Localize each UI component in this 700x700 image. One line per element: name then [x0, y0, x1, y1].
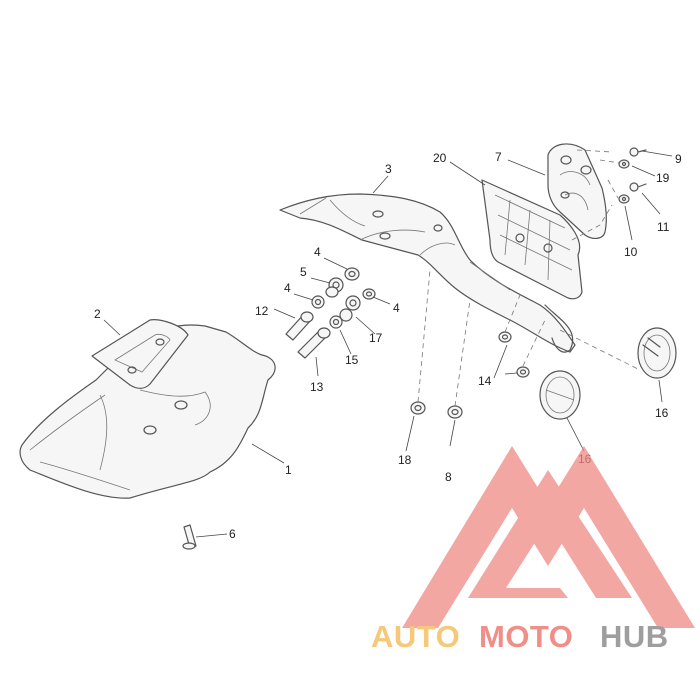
callout-10: 10: [624, 245, 638, 259]
callout-9: 9: [675, 152, 682, 166]
callout-8: 8: [445, 470, 452, 484]
callout-6: 6: [229, 527, 236, 541]
part-14-nut-lower: [516, 366, 530, 378]
part-7-plate-support: [547, 143, 607, 239]
wordmark-hub: HUB: [600, 619, 669, 654]
part-4-spacer-left: [311, 295, 325, 309]
assembly-lines: [417, 149, 641, 407]
leader-lines: [103, 150, 673, 538]
callout-5: 5: [300, 265, 307, 279]
callout-11: 11: [657, 220, 670, 234]
part-20-plate-bracket: [481, 179, 583, 300]
callout-15: 15: [345, 353, 359, 367]
callout-7: 7: [495, 150, 502, 164]
part-2-bracket: [91, 319, 189, 389]
part-8-nut: [447, 405, 463, 419]
part-13-bolt: [297, 327, 331, 359]
callout-3: 3: [385, 162, 392, 176]
part-10-nut: [618, 194, 630, 204]
callout-13: 13: [310, 380, 324, 394]
part-18-nut: [410, 401, 426, 415]
wordmark-moto: MOTO: [479, 619, 573, 654]
part-4-spacer-right: [362, 288, 376, 300]
part-16-reflector-lower: [539, 370, 581, 420]
part-3-rear-fender: [279, 193, 576, 353]
part-6-screw: [182, 524, 197, 550]
callout-12: 12: [255, 304, 269, 318]
callout-4-right: 4: [393, 301, 400, 315]
part-5-spacer: [325, 277, 344, 298]
automotohub-wordmark: AUTO MOTO HUB: [371, 619, 669, 654]
callout-4-left: 4: [284, 281, 291, 295]
automotohub-logo-mark: [402, 446, 695, 628]
callout-18: 18: [398, 453, 412, 467]
callout-14-left: 14: [478, 374, 492, 388]
part-17-bushing: [339, 295, 361, 322]
callout-4-upper: 4: [314, 245, 321, 259]
wordmark-auto: AUTO: [371, 619, 460, 654]
part-15-bushing: [329, 315, 343, 329]
part-1-inner-fender: [19, 324, 276, 499]
callout-20: 20: [433, 151, 447, 165]
callout-19: 19: [656, 171, 670, 185]
callout-17: 17: [369, 331, 383, 345]
callout-1: 1: [285, 463, 292, 477]
part-4-spacer-upper: [344, 267, 360, 281]
part-14-nut-upper: [498, 331, 512, 343]
part-19-washer: [618, 159, 630, 169]
callout-16-right: 16: [655, 406, 669, 420]
part-9-screw: [629, 147, 647, 157]
callout-2: 2: [94, 307, 101, 321]
part-16-reflector-right: [637, 327, 677, 379]
part-12-bolt: [285, 311, 314, 341]
part-11-screw: [629, 182, 647, 192]
